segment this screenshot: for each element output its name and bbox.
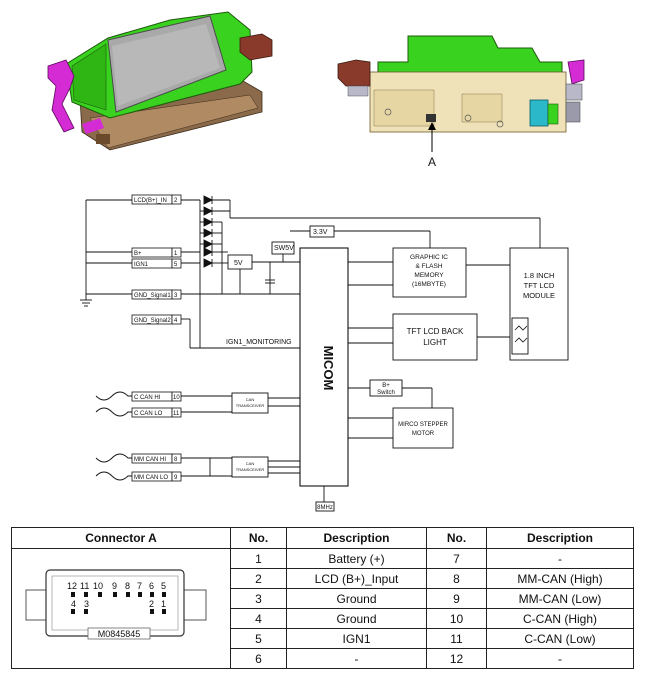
- table-cell-description: -: [486, 548, 634, 569]
- label-ign1: IGN1: [134, 262, 149, 268]
- label-c-can-hi: C CAN HI: [134, 395, 161, 401]
- block-graphic-ic-line3: MEMORY: [414, 272, 444, 279]
- schematic-labels: LCD(B+)_IN 2 B+ 1 IGN1 5 GND_Signal1 3 G…: [134, 198, 555, 511]
- table-cell-no: 2: [230, 568, 287, 589]
- connector-pinout-table: Connector A No. Description No. Descript…: [11, 527, 634, 669]
- label-gnd-signal2: GND_Signal2: [134, 318, 171, 324]
- block-clock: 8MHz: [317, 505, 333, 511]
- table-cell-no: 6: [230, 648, 287, 669]
- connector-image-cell: [11, 548, 231, 669]
- table-cell-no: 4: [230, 608, 287, 629]
- table-cell-description: Ground: [286, 588, 427, 609]
- pin-mm-can-lo: 9: [174, 475, 178, 481]
- block-can2-line2: TRANSCEIVER: [236, 467, 265, 472]
- component-view-right: A: [337, 35, 585, 169]
- block-diagram: [80, 194, 569, 512]
- label-mm-can-lo: MM CAN LO: [134, 475, 168, 481]
- block-5v: 5V: [234, 260, 243, 267]
- header-no-1: No.: [230, 527, 287, 549]
- table-cell-description: MM-CAN (High): [486, 568, 634, 589]
- header-description-1: Description: [286, 527, 427, 549]
- pin-ign1: 5: [174, 262, 178, 268]
- block-backlight-line2: LIGHT: [423, 338, 447, 347]
- table-cell-no: 10: [426, 608, 487, 629]
- table-cell-no: 1: [230, 548, 287, 569]
- table-cell-description: C-CAN (High): [486, 608, 634, 629]
- table-cell-description: Ground: [286, 608, 427, 629]
- table-cell-no: 11: [426, 628, 487, 649]
- table-cell-no: 9: [426, 588, 487, 609]
- diode-array: [203, 195, 214, 268]
- block-can1-line1: CAN: [246, 397, 255, 402]
- pin-gnd-signal2: 4: [174, 318, 178, 324]
- pin-b-plus: 1: [174, 251, 178, 257]
- table-cell-description: MM-CAN (Low): [486, 588, 634, 609]
- block-can2-line1: CAN: [246, 461, 255, 466]
- block-b-switch-line1: B+: [382, 383, 390, 389]
- table-row: 2 LCD (B+)_Input 8 MM-CAN (High): [12, 568, 634, 589]
- block-graphic-ic-line2: & FLASH: [415, 263, 442, 270]
- block-graphic-ic-line4: (16MBYTE): [412, 281, 446, 288]
- ign1-monitoring-label: IGN1_MONITORING: [226, 339, 292, 346]
- table-row: 6 - 12 -: [12, 648, 634, 669]
- lcd-backlight-led-icon: [514, 325, 528, 343]
- table-cell-no: 7: [426, 548, 487, 569]
- block-lcd-module-line2: TFT LCD: [524, 281, 555, 290]
- pin-mm-can-hi: 8: [174, 457, 178, 463]
- pin-c-can-lo: 11: [173, 411, 180, 417]
- header-description-2: Description: [486, 527, 634, 549]
- label-mm-can-hi: MM CAN HI: [134, 457, 166, 463]
- block-stepper-line2: MOTOR: [412, 431, 435, 437]
- table-cell-no: 12: [426, 648, 487, 669]
- table-row: 3 Ground 9 MM-CAN (Low): [12, 588, 634, 609]
- table-cell-description: Battery (+): [286, 548, 427, 569]
- block-can1-line2: TRANSCEIVER: [236, 403, 265, 408]
- block-sw5v: SW5V: [274, 245, 294, 252]
- block-stepper-line1: MIRCO STEPPER: [398, 422, 448, 428]
- label-lcd-b-in: LCD(B+)_IN: [134, 198, 167, 204]
- pin-gnd-signal1: 3: [174, 293, 178, 299]
- table-cell-no: 5: [230, 628, 287, 649]
- table-cell-description: -: [286, 648, 427, 669]
- table-cell-description: IGN1: [286, 628, 427, 649]
- block-backlight-line1: TFT LCD BACK: [407, 327, 464, 336]
- block-lcd-module-line1: 1.8 INCH: [524, 271, 555, 280]
- block-3v3: 3.3V: [313, 229, 328, 236]
- table-cell-no: 8: [426, 568, 487, 589]
- table-cell-description: C-CAN (Low): [486, 628, 634, 649]
- table-header-row: Connector A No. Description No. Descript…: [11, 527, 634, 549]
- block-micom: MICOM: [321, 346, 336, 391]
- label-gnd-signal1: GND_Signal1: [134, 293, 171, 299]
- connector-a-marker: A: [428, 155, 436, 169]
- label-c-can-lo: C CAN LO: [134, 411, 163, 417]
- pin-c-can-hi: 10: [173, 395, 180, 401]
- block-lcd-module-line3: MODULE: [523, 291, 555, 300]
- block-b-switch-line2: Switch: [377, 390, 395, 396]
- header-no-2: No.: [426, 527, 487, 549]
- table-cell-no: 3: [230, 588, 287, 609]
- input-labels: [131, 194, 182, 482]
- table-row: 1 Battery (+) 7 -: [11, 548, 634, 669]
- table-cell-description: -: [486, 648, 634, 669]
- header-connector: Connector A: [11, 527, 231, 549]
- table-cell-description: LCD (B+)_Input: [286, 568, 427, 589]
- pin-lcd-b-in: 2: [174, 198, 178, 204]
- block-graphic-ic-line1: GRAPHIC IC: [410, 254, 448, 261]
- component-view-left: [47, 11, 273, 151]
- label-b-plus: B+: [134, 251, 142, 257]
